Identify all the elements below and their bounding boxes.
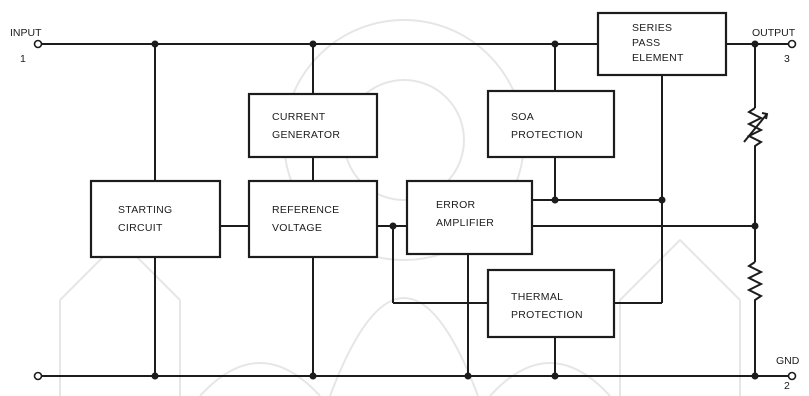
junction-dots: [151, 40, 759, 380]
error-amplifier-block: ERROR AMPLIFIER: [405, 179, 534, 256]
output-terminal: [787, 39, 797, 49]
current-generator-line2: GENERATOR: [272, 129, 340, 141]
output-label: OUTPUT: [752, 27, 796, 39]
soa-protection-block: SOA PROTECTION: [486, 89, 616, 159]
reference-voltage-block: REFERENCE VOLTAGE: [247, 179, 379, 259]
current-generator-block: CURRENT GENERATOR: [247, 92, 379, 159]
reference-voltage-line1: REFERENCE: [272, 204, 339, 216]
ground-left-terminal: [33, 371, 43, 381]
thermal-protection-block: THERMAL PROTECTION: [486, 268, 616, 339]
starting-circuit-line2: CIRCUIT: [118, 222, 163, 234]
reference-voltage-line2: VOLTAGE: [272, 222, 322, 234]
soa-protection-line1: SOA: [511, 111, 534, 123]
current-generator-line1: CURRENT: [272, 111, 326, 123]
input-terminal: [33, 39, 43, 49]
input-pin-number: 1: [20, 53, 26, 65]
series-pass-element-block: SERIES PASS ELEMENT: [596, 11, 728, 77]
series-pass-line1: SERIES: [632, 22, 672, 34]
gnd-terminal: [787, 371, 797, 381]
series-pass-line3: ELEMENT: [632, 52, 684, 64]
output-pin-number: 3: [784, 53, 790, 65]
variable-resistor: [743, 107, 769, 150]
error-amplifier-line1: ERROR: [436, 199, 476, 211]
soa-protection-line2: PROTECTION: [511, 129, 583, 141]
starting-circuit-line1: STARTING: [118, 204, 173, 216]
input-label: INPUT: [10, 27, 42, 39]
thermal-protection-line2: PROTECTION: [511, 309, 583, 321]
starting-circuit-block: STARTING CIRCUIT: [89, 179, 222, 259]
series-pass-line2: PASS: [632, 37, 660, 49]
thermal-protection-line1: THERMAL: [511, 291, 563, 303]
resistor: [746, 261, 764, 302]
gnd-label: GND: [776, 355, 800, 367]
error-amplifier-line2: AMPLIFIER: [436, 217, 494, 229]
gnd-pin-number: 2: [784, 380, 790, 392]
